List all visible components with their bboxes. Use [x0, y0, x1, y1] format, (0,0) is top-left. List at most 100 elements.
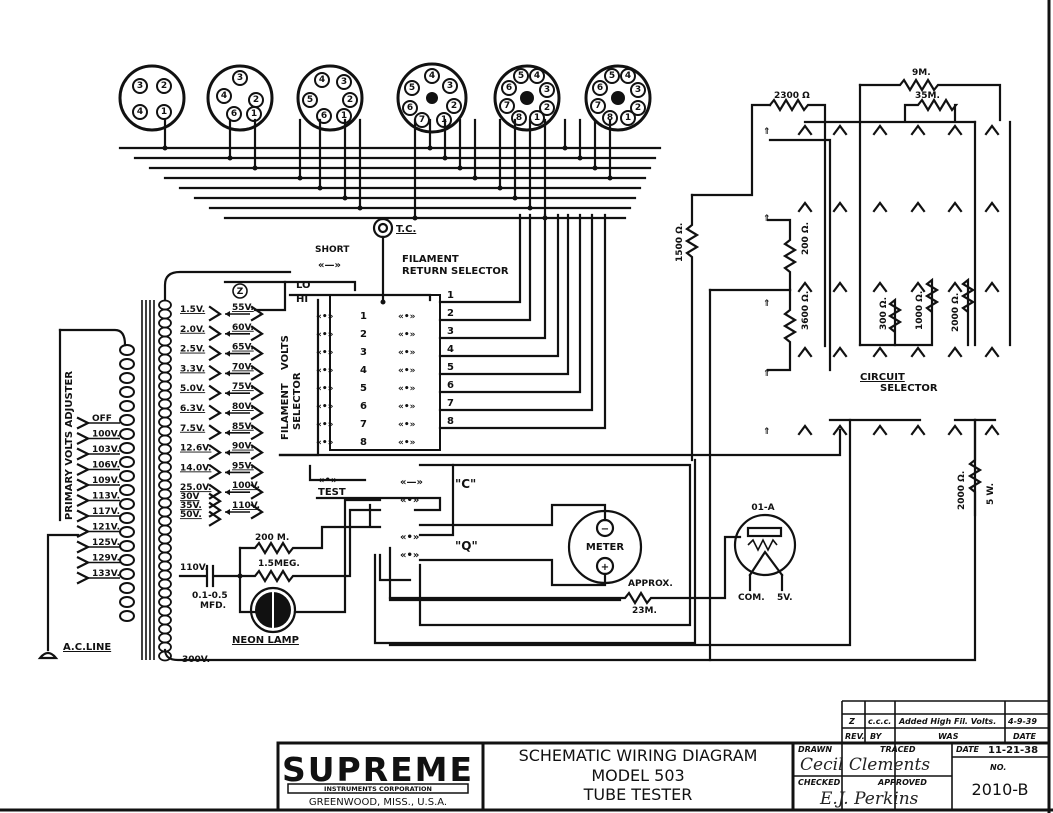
selector-contact: [947, 346, 963, 358]
selector-tap-label: 70V.: [232, 362, 254, 372]
title-line-1: SCHEMATIC WIRING DIAGRAM: [519, 746, 758, 765]
primary-volts-adjuster: PRIMARY VOLTS ADJUSTER OFF100V.103V.106V…: [37, 328, 135, 660]
r200-label: 200 Ω.: [801, 222, 811, 255]
socket-pin-number: 3: [237, 73, 243, 83]
selector-arrow-icon: ⇑: [763, 214, 771, 224]
selector-contact: [872, 201, 888, 213]
socket-pin: [342, 92, 358, 108]
switch-icon: «•»: [400, 550, 419, 561]
socket-pin-number: 3: [137, 81, 143, 91]
primary-adjuster-label: PRIMARY VOLTS ADJUSTER: [64, 371, 75, 520]
socket-pin: [513, 68, 529, 84]
test-label: TEST: [318, 487, 346, 498]
socket-pin-number: 5: [409, 83, 415, 93]
selector-contact: [872, 124, 888, 136]
filament-return-position: 2: [447, 308, 454, 319]
circuit-selector-contacts: ⇑⇑⇑⇑⇑: [763, 124, 1000, 437]
date-value: 11-21-38: [988, 745, 1038, 756]
switch-contact-icon: «•»: [398, 348, 416, 358]
socket-pin-number: 1: [341, 111, 347, 121]
selector-contact: [947, 424, 963, 436]
secondary-tap-label: 30V: [180, 492, 200, 502]
socket-pin: [132, 78, 148, 94]
selector-contact: [797, 201, 813, 213]
socket-bus-wiring: [118, 118, 662, 430]
selector-contact: [947, 201, 963, 213]
company-logo: SUPREME: [282, 750, 474, 789]
socket-pin: [232, 70, 248, 86]
secondary-tap-label: 50V.: [180, 510, 202, 520]
socket-pin: [442, 78, 458, 94]
socket-pin-number: 8: [516, 113, 522, 123]
selector-contact: [832, 201, 848, 213]
switch-contact-icon: «•»: [398, 330, 416, 340]
selector-contact: [910, 124, 926, 136]
primary-tap-label: 100V.: [92, 430, 120, 440]
traced-label: TRACED: [880, 745, 916, 754]
switch-contact-icon: «•»: [316, 330, 334, 340]
z-marker-text: Z: [237, 287, 244, 297]
switch-contact-icon: «•»: [398, 438, 416, 448]
r1500-label: 1500 Ω.: [675, 223, 685, 262]
socket-pin: [529, 68, 545, 84]
socket-pin-number: 5: [307, 95, 313, 105]
selector-contact: [910, 346, 926, 358]
selector-contact: [984, 346, 1000, 358]
neon-r1-label: 200 M.: [255, 533, 289, 543]
selector-contact: [984, 281, 1000, 293]
socket-pin-number: 8: [607, 113, 613, 123]
filament-return-position: 3: [447, 326, 454, 337]
plug-icon: [37, 651, 59, 660]
5v-label: 5V.: [777, 593, 793, 603]
socket-pin-number: 1: [251, 109, 257, 119]
socket-pin-number: 6: [231, 109, 237, 119]
primary-tap-label: 117V.: [92, 507, 120, 517]
switch-contact-icon: «•»: [316, 402, 334, 412]
rev-by: c.c.c.: [868, 717, 891, 726]
primary-tap-label: 121V.: [92, 523, 120, 533]
selector-contact: [872, 424, 888, 436]
socket-pin-number: 4: [625, 71, 631, 81]
secondary-tap-label: 6.3V.: [180, 404, 205, 414]
primary-tap-label: 125V.: [92, 538, 120, 548]
switch-contact-icon: «•»: [398, 384, 416, 394]
r2000w-label: 2000 Ω.: [957, 471, 967, 510]
neon-lamp-circuit: 200 M. 1.5MEG. 0.1-0.5 MFD. NEON LAMP: [178, 498, 382, 646]
title-line-3: TUBE TESTER: [583, 785, 693, 804]
neon-r2-label: 1.5MEG.: [258, 559, 300, 569]
filament-return-position: 1: [447, 290, 454, 301]
socket-pin: [302, 92, 318, 108]
neon-lamp-label: NEON LAMP: [232, 635, 299, 646]
company-location: GREENWOOD, MISS., U.S.A.: [309, 797, 447, 808]
selector-contact: [984, 124, 1000, 136]
socket-pin: [592, 80, 608, 96]
c-label: "C": [455, 477, 476, 491]
circuit-selector-label-1: CIRCUIT: [860, 372, 905, 383]
selector-tap-label: 80V.: [232, 402, 254, 412]
r1000-label: 1000 Ω.: [915, 291, 925, 330]
primary-tap-label: 103V.: [92, 445, 120, 455]
socket-pin: [499, 98, 515, 114]
socket-pin: [156, 78, 172, 94]
switch-contact-icon: «•»: [316, 420, 334, 430]
filament-switch-position: 5: [360, 383, 367, 394]
secondary-coil: [158, 299, 172, 662]
rev-id: Z: [848, 717, 855, 726]
secondary-tap-label: 2.0V.: [180, 325, 205, 335]
secondary-tap-label: 35V.: [180, 501, 202, 511]
approved-label: APPROVED: [877, 778, 927, 787]
socket-pin-number: 4: [429, 71, 435, 81]
short-arrow-icon: «—»: [318, 260, 341, 271]
socket-pin-number: 4: [221, 91, 227, 101]
switch-contact-icon: «•»: [316, 348, 334, 358]
number-label: NO.: [990, 763, 1006, 772]
switch-icon: «—»: [400, 477, 423, 488]
approx-label: APPROX.: [628, 579, 673, 589]
socket-pin: [404, 80, 420, 96]
selector-contact: [832, 424, 848, 436]
socket-pin-number: 3: [635, 85, 641, 95]
primary-tap-label: OFF: [92, 414, 112, 424]
